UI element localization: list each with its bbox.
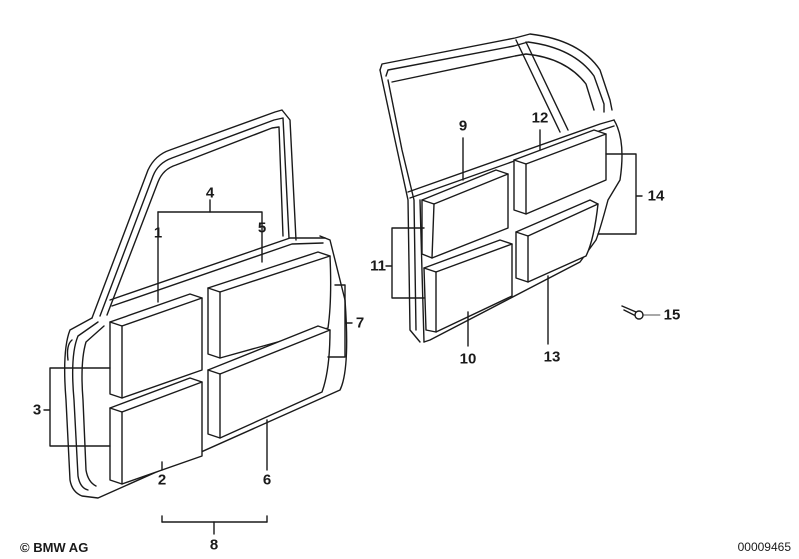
- callout-6: 6: [262, 471, 272, 489]
- callout-9: 9: [458, 117, 468, 135]
- callout-8: 8: [209, 536, 219, 554]
- rear-door: [379, 33, 643, 347]
- callout-12: 12: [531, 109, 549, 127]
- callout-7: 7: [355, 314, 365, 332]
- callout-15: 15: [663, 306, 681, 324]
- bolt-15: [621, 305, 661, 320]
- pad-6: [207, 325, 331, 439]
- pad-1: [109, 293, 203, 399]
- callout-5: 5: [257, 219, 267, 237]
- callout-3: 3: [32, 401, 42, 419]
- copyright-label: © BMW AG: [20, 540, 89, 555]
- callout-14: 14: [647, 187, 665, 205]
- callout-13: 13: [543, 348, 561, 366]
- callout-2: 2: [157, 471, 167, 489]
- pad-13: [515, 199, 599, 283]
- callout-4: 4: [205, 184, 215, 202]
- pad-12: [513, 129, 607, 215]
- callout-10: 10: [459, 350, 477, 368]
- pad-5: [207, 251, 332, 359]
- pad-2: [109, 377, 203, 485]
- diagram-number: 00009465: [737, 540, 791, 554]
- pad-9: [421, 169, 509, 259]
- callout-1: 1: [153, 224, 163, 242]
- front-door: [43, 109, 353, 535]
- pad-10: [423, 239, 513, 333]
- callout-11: 11: [370, 257, 386, 275]
